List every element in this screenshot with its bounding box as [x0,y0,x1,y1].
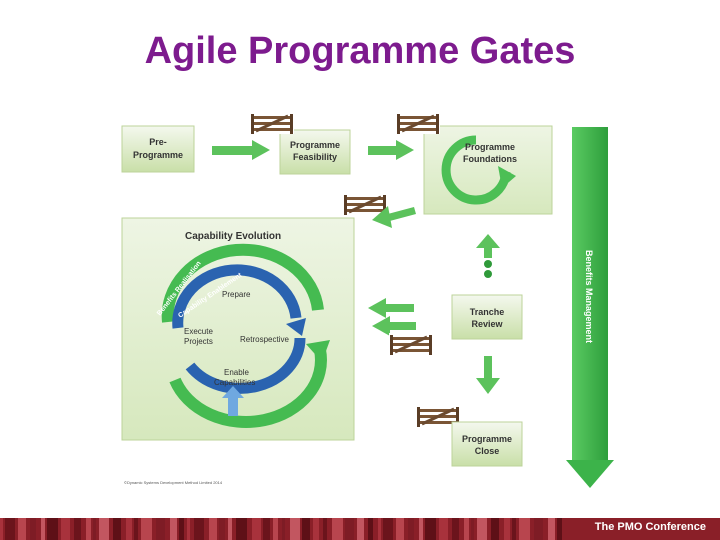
footer-stripe [194,518,204,540]
cycle-arrow-icon [441,135,511,205]
footer-stripe [313,518,319,540]
execute-projects-label: Execute [184,327,213,336]
footer-stripe [179,518,184,540]
retrospective-label: Retrospective [240,335,289,344]
footer-stripe [228,518,232,540]
tranche-label: Tranche [470,307,505,317]
footer-stripe [187,518,190,540]
feasibility-label: Programme [290,140,340,150]
footer-stripe [282,518,285,540]
footer-stripe [86,518,91,540]
benefits-realisation-ring [161,243,324,323]
footer-stripe [512,518,516,540]
prepare-label: Prepare [222,290,251,299]
footer-stripe [534,518,543,540]
footer-stripe [30,518,36,540]
footer-stripe [452,518,459,540]
close-label-2: Close [475,446,500,456]
footer-stripe [0,518,3,540]
footer-stripe [273,518,278,540]
footer-stripe [548,518,555,540]
benefits-management-arrow: Benefits Management [566,127,614,488]
capability-enablement-ring [172,264,302,329]
footer-stripe [290,518,300,540]
footer-stripe [425,518,436,540]
footer-stripe [18,518,26,540]
footer-stripe [5,518,15,540]
footer-stripe [491,518,499,540]
footer-stripe [378,518,381,540]
footer-stripe [41,518,45,540]
footer-stripe [47,518,58,540]
footer-stripe [557,518,562,540]
execute-projects-label-2: Projects [184,337,213,346]
footer-stripe [252,518,261,540]
feasibility-label-2: Feasibility [293,152,337,162]
footer-stripe [170,518,177,540]
footer-label: The PMO Conference [594,521,706,533]
benefits-management-label: Benefits Management [584,250,594,343]
footer-stripe [332,518,343,540]
footer-band [0,518,720,540]
footer-stripe [209,518,217,540]
enable-capabilities-label-2: Capabilities [214,378,255,387]
footer-stripe [219,518,225,540]
footer-stripe [99,518,109,540]
cycle-arrowhead-icon [498,166,516,188]
capability-heading: Capability Evolution [185,231,281,242]
footer-stripe [236,518,247,540]
footer-stripe [156,518,165,540]
footer-stripe [408,518,414,540]
arrow-foundations-to-capability [372,206,416,228]
copyright-text: ©Dynamic Systems Development Method Limi… [124,480,223,485]
programme-foundations-box: Programme Foundations [423,125,553,215]
programme-feasibility-box: Programme Feasibility [279,129,351,175]
arrow-tranche-to-close [476,356,500,394]
footer-stripe [345,518,354,540]
footer-stripe [323,518,327,540]
tranche-review-box: Tranche Review [451,294,523,340]
footer-stripe [302,518,310,540]
footer-stripe [368,518,373,540]
footer-stripe [93,518,96,540]
tranche-label-2: Review [471,319,503,329]
pre-programme-label: Pre- [149,137,167,147]
arrow-tranche-to-foundations [476,234,500,278]
footer-stripe [419,518,423,540]
footer-stripe [61,518,70,540]
footer-stripe [263,518,270,540]
footer-stripe [464,518,469,540]
arrow-pre-to-feasibility [212,140,270,160]
arrow-feasibility-to-foundations [368,140,414,160]
pre-programme-box: Pre- Programme [121,125,195,173]
page-title: Agile Programme Gates [144,30,576,72]
footer-stripe [471,518,474,540]
footer-stripe [439,518,448,540]
footer-stripe [519,518,530,540]
footer-stripe [477,518,487,540]
footer-stripe [357,518,364,540]
close-label: Programme [462,434,512,444]
foundations-label-2: Foundations [463,154,517,164]
footer-stripe [74,518,81,540]
enable-capabilities-label: Enable [224,368,249,377]
footer-stripe [396,518,404,540]
footer-stripe [383,518,393,540]
footer-stripe [113,518,121,540]
foundations-label: Programme [465,142,515,152]
capability-evolution-box: Capability Evolution Benefits Realisatio… [121,217,355,441]
footer-stripe [141,518,152,540]
benefits-realisation-ring-lower [169,348,327,428]
arrow-tranche-to-capability [368,298,416,336]
pre-programme-label-2: Programme [133,150,183,160]
programme-close-box: Programme Close [451,421,523,467]
footer-stripe [134,518,138,540]
capability-enablement-ring-lower [185,337,306,394]
footer-stripe [126,518,132,540]
footer-stripe [504,518,510,540]
